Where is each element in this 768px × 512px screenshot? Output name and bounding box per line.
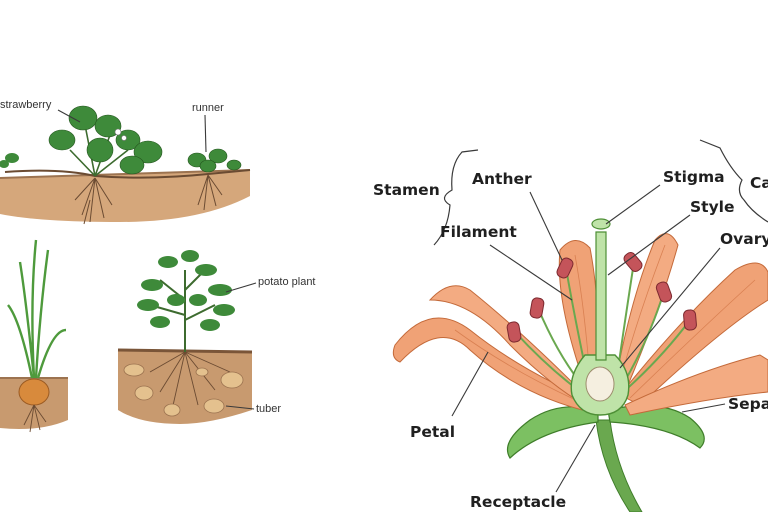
tuber-leader: [225, 405, 255, 410]
onion-leaves: [7, 239, 67, 379]
flower-stem: [595, 419, 643, 512]
strawberry-roots: [74, 174, 223, 225]
filament-leader: [489, 244, 573, 301]
style-label: Style: [690, 198, 735, 216]
onion-bulb: [18, 378, 50, 406]
style-leader: [607, 214, 691, 276]
onion-bulb-illustration: [0, 239, 68, 433]
potato-roots: [149, 351, 231, 411]
potato-stem: [149, 264, 216, 352]
strawberry-illustration: strawberry runner: [0, 99, 251, 225]
anther-leader: [529, 191, 563, 261]
filament-label: Filament: [440, 223, 517, 241]
onion-roots: [23, 404, 47, 433]
potato-illustration: potato plant tuber: [117, 250, 316, 424]
carpel-brace: [699, 139, 768, 223]
runner-label: runner: [192, 102, 224, 114]
anthers: [506, 252, 697, 343]
strawberry-leader: [57, 109, 81, 123]
runner-plant: [187, 148, 242, 173]
potato-plant-label: potato plant: [258, 276, 316, 288]
stigma-tip: [591, 218, 611, 230]
sepal-leader: [681, 403, 726, 413]
stigma-label: Stigma: [663, 168, 725, 186]
stamen-label: Stamen: [373, 181, 440, 199]
strawberry-leaves: [48, 105, 163, 177]
potato-tubers: [123, 363, 244, 417]
strawberry-label: strawberry: [0, 99, 52, 111]
sepal-label: Sepa: [728, 395, 768, 413]
ovary-label: Ovary: [720, 230, 768, 248]
flower-labels: Stamen Anther Filament Stigma Style Ovar…: [373, 139, 768, 511]
potato-leaves: [137, 250, 235, 331]
runner-leader: [204, 114, 207, 153]
vegetative-propagation-panel: strawberry runner: [0, 99, 316, 433]
anther-label: Anther: [472, 170, 532, 188]
potato-plant-leader: [225, 282, 257, 293]
petal-label: Petal: [410, 423, 455, 441]
sepals: [506, 404, 705, 459]
pistil: [570, 218, 630, 416]
flower-anatomy-panel: Stamen Anther Filament Stigma Style Ovar…: [373, 139, 768, 512]
petal-leader: [451, 351, 489, 417]
stigma-leader: [605, 184, 661, 225]
style-tube: [595, 231, 607, 361]
strawberry-flowers: [114, 128, 127, 141]
receptacle-label: Receptacle: [470, 493, 566, 511]
ovule: [585, 366, 615, 402]
strawberry-soil: [0, 170, 250, 222]
carpel-label: Ca: [750, 174, 768, 192]
receptacle-leader: [555, 424, 596, 493]
stamen-brace: [433, 149, 479, 246]
ovary-leader: [619, 247, 721, 369]
strawberry-left-plant: [0, 153, 19, 168]
petals: [392, 233, 768, 416]
tuber-label: tuber: [256, 403, 281, 415]
